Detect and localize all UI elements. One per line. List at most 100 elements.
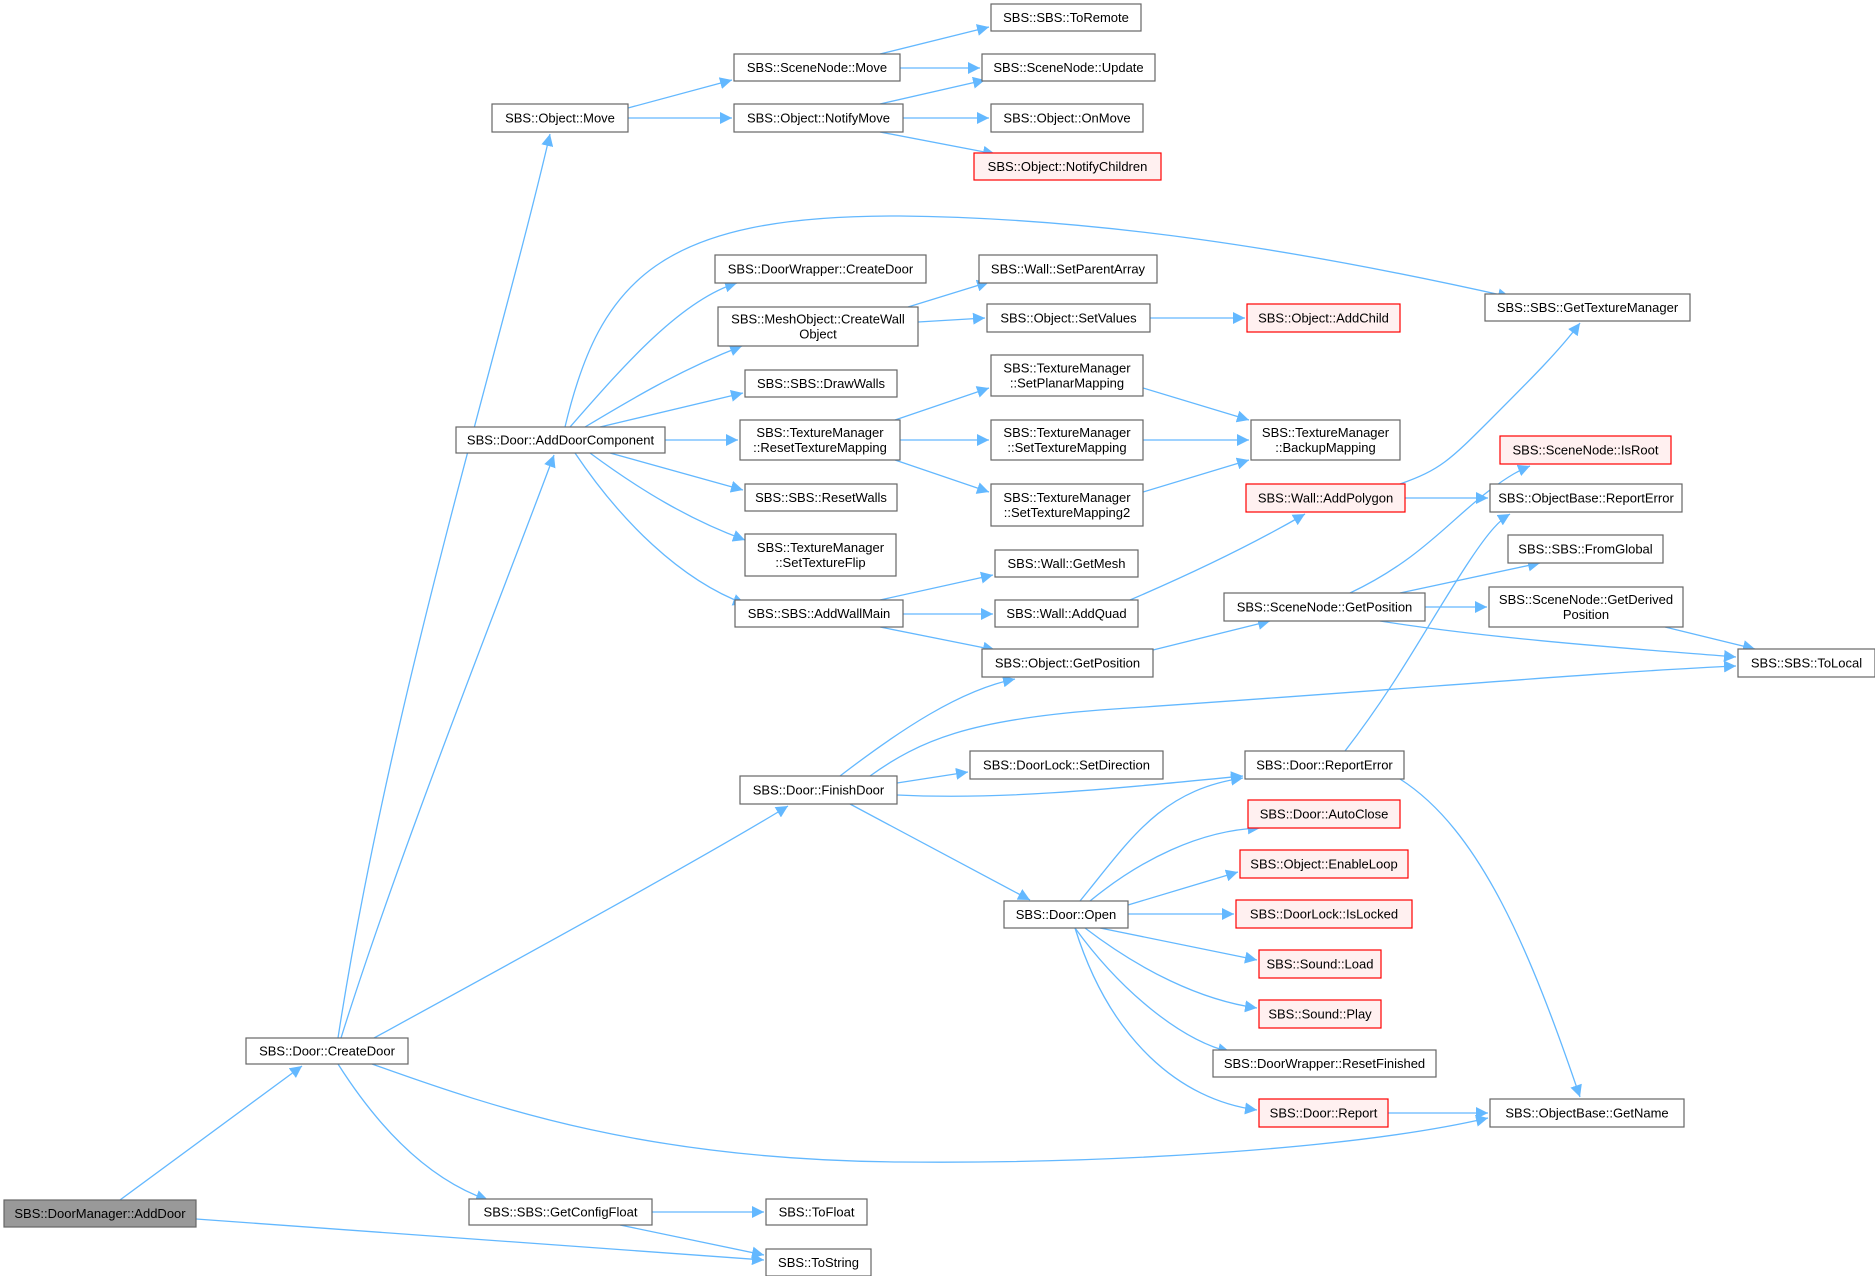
node-box[interactable]	[981, 648, 1154, 678]
node-setTextureMapping2[interactable]: SBS::TextureManager::SetTextureMapping2	[990, 483, 1144, 527]
node-toRemote[interactable]: SBS::SBS::ToRemote	[990, 3, 1142, 32]
node-sceneNodeGetPosition[interactable]: SBS::SceneNode::GetPosition	[1223, 592, 1426, 622]
node-objOnMove[interactable]: SBS::Object::OnMove	[990, 103, 1144, 133]
node-box[interactable]	[1247, 799, 1401, 829]
node-box[interactable]	[734, 599, 904, 628]
node-box[interactable]	[468, 1198, 653, 1226]
node-box[interactable]	[1258, 949, 1382, 979]
node-createDoor[interactable]: SBS::Door::CreateDoor	[245, 1037, 409, 1065]
node-doorWrapperResetFinished[interactable]: SBS::DoorWrapper::ResetFinished	[1212, 1049, 1437, 1078]
node-drawWalls[interactable]: SBS::SBS::DrawWalls	[744, 369, 898, 398]
node-sceneNodeIsRoot[interactable]: SBS::SceneNode::IsRoot	[1499, 435, 1672, 465]
node-resetTextureMapping[interactable]: SBS::TextureManager::ResetTextureMapping	[739, 419, 901, 461]
node-toFloat[interactable]: SBS::ToFloat	[765, 1198, 868, 1226]
node-box[interactable]	[1246, 303, 1401, 333]
node-doorReportError[interactable]: SBS::Door::ReportError	[1244, 750, 1405, 780]
node-soundPlay[interactable]: SBS::Sound::Play	[1258, 999, 1382, 1029]
node-box[interactable]	[744, 369, 898, 398]
node-box[interactable]	[733, 53, 901, 82]
node-box[interactable]	[1484, 293, 1691, 322]
node-box[interactable]	[733, 103, 904, 133]
node-box[interactable]	[1489, 1098, 1685, 1128]
node-box[interactable]	[990, 103, 1144, 133]
node-box[interactable]	[765, 1248, 872, 1276]
node-box[interactable]	[1250, 419, 1401, 461]
node-box[interactable]	[1235, 899, 1413, 929]
node-box[interactable]	[1239, 849, 1409, 879]
node-box[interactable]	[1499, 435, 1672, 465]
node-box[interactable]	[1003, 900, 1129, 929]
node-box[interactable]	[1223, 592, 1426, 622]
node-backupMapping[interactable]: SBS::TextureManager::BackupMapping	[1250, 419, 1401, 461]
node-addDoor[interactable]: SBS::DoorManager::AddDoor	[3, 1199, 197, 1228]
node-setTextureFlip[interactable]: SBS::TextureManager::SetTextureFlip	[744, 533, 897, 577]
node-doorOpen[interactable]: SBS::Door::Open	[1003, 900, 1129, 929]
node-wallAddPolygon[interactable]: SBS::Wall::AddPolygon	[1245, 483, 1406, 513]
node-box[interactable]	[714, 254, 927, 284]
node-objBaseReportError[interactable]: SBS::ObjectBase::ReportError	[1489, 483, 1683, 513]
node-box[interactable]	[1244, 750, 1405, 780]
node-sceneNodeUpdate[interactable]: SBS::SceneNode::Update	[981, 53, 1156, 82]
node-box[interactable]	[990, 354, 1144, 397]
node-box[interactable]	[245, 1037, 409, 1065]
node-box[interactable]	[973, 152, 1162, 181]
node-box[interactable]	[717, 306, 919, 347]
node-box[interactable]	[1489, 483, 1683, 513]
node-objGetPosition[interactable]: SBS::Object::GetPosition	[981, 648, 1154, 678]
node-box[interactable]	[1212, 1049, 1437, 1078]
node-objNotifyMove[interactable]: SBS::Object::NotifyMove	[733, 103, 904, 133]
node-box[interactable]	[981, 53, 1156, 82]
node-box[interactable]	[990, 483, 1144, 527]
node-box[interactable]	[1737, 648, 1875, 678]
node-box[interactable]	[986, 303, 1151, 333]
node-objEnableLoop[interactable]: SBS::Object::EnableLoop	[1239, 849, 1409, 879]
node-box[interactable]	[765, 1198, 868, 1226]
node-box[interactable]	[491, 103, 629, 133]
node-addWallMain[interactable]: SBS::SBS::AddWallMain	[734, 599, 904, 628]
node-box[interactable]	[994, 599, 1139, 628]
node-box[interactable]	[744, 483, 898, 512]
node-wallSetParentArray[interactable]: SBS::Wall::SetParentArray	[978, 254, 1158, 284]
node-finishDoor[interactable]: SBS::Door::FinishDoor	[739, 775, 898, 805]
node-box[interactable]	[969, 750, 1164, 780]
node-objMove[interactable]: SBS::Object::Move	[491, 103, 629, 133]
node-objNotifyChildren[interactable]: SBS::Object::NotifyChildren	[973, 152, 1162, 181]
node-box[interactable]	[1507, 534, 1664, 564]
node-wallGetMesh[interactable]: SBS::Wall::GetMesh	[994, 549, 1139, 578]
node-box[interactable]	[3, 1199, 197, 1228]
node-box[interactable]	[744, 533, 897, 577]
node-box[interactable]	[994, 549, 1139, 578]
node-addDoorComponent[interactable]: SBS::Door::AddDoorComponent	[455, 426, 666, 454]
node-wallAddQuad[interactable]: SBS::Wall::AddQuad	[994, 599, 1139, 628]
node-toLocal[interactable]: SBS::SBS::ToLocal	[1737, 648, 1875, 678]
node-box[interactable]	[978, 254, 1158, 284]
node-box[interactable]	[990, 3, 1142, 32]
node-doorWrapperCreateDoor[interactable]: SBS::DoorWrapper::CreateDoor	[714, 254, 927, 284]
node-getConfigFloat[interactable]: SBS::SBS::GetConfigFloat	[468, 1198, 653, 1226]
node-box[interactable]	[455, 426, 666, 454]
node-box[interactable]	[1245, 483, 1406, 513]
node-doorLockIsLocked[interactable]: SBS::DoorLock::IsLocked	[1235, 899, 1413, 929]
node-doorLockSetDirection[interactable]: SBS::DoorLock::SetDirection	[969, 750, 1164, 780]
node-setTextureMapping[interactable]: SBS::TextureManager::SetTextureMapping	[990, 419, 1144, 461]
node-getTextureManager[interactable]: SBS::SBS::GetTextureManager	[1484, 293, 1691, 322]
node-objAddChild[interactable]: SBS::Object::AddChild	[1246, 303, 1401, 333]
node-box[interactable]	[990, 419, 1144, 461]
node-box[interactable]	[1488, 586, 1684, 628]
node-objBaseGetName[interactable]: SBS::ObjectBase::GetName	[1489, 1098, 1685, 1128]
node-objSetValues[interactable]: SBS::Object::SetValues	[986, 303, 1151, 333]
node-doorReport[interactable]: SBS::Door::Report	[1258, 1098, 1389, 1128]
node-soundLoad[interactable]: SBS::Sound::Load	[1258, 949, 1382, 979]
node-fromGlobal[interactable]: SBS::SBS::FromGlobal	[1507, 534, 1664, 564]
node-box[interactable]	[739, 419, 901, 461]
node-setPlanarMapping[interactable]: SBS::TextureManager::SetPlanarMapping	[990, 354, 1144, 397]
node-sceneNodeMove[interactable]: SBS::SceneNode::Move	[733, 53, 901, 82]
node-box[interactable]	[1258, 1098, 1389, 1128]
node-resetWalls[interactable]: SBS::SBS::ResetWalls	[744, 483, 898, 512]
node-box[interactable]	[1258, 999, 1382, 1029]
node-doorAutoClose[interactable]: SBS::Door::AutoClose	[1247, 799, 1401, 829]
node-box[interactable]	[739, 775, 898, 805]
node-toString[interactable]: SBS::ToString	[765, 1248, 872, 1276]
